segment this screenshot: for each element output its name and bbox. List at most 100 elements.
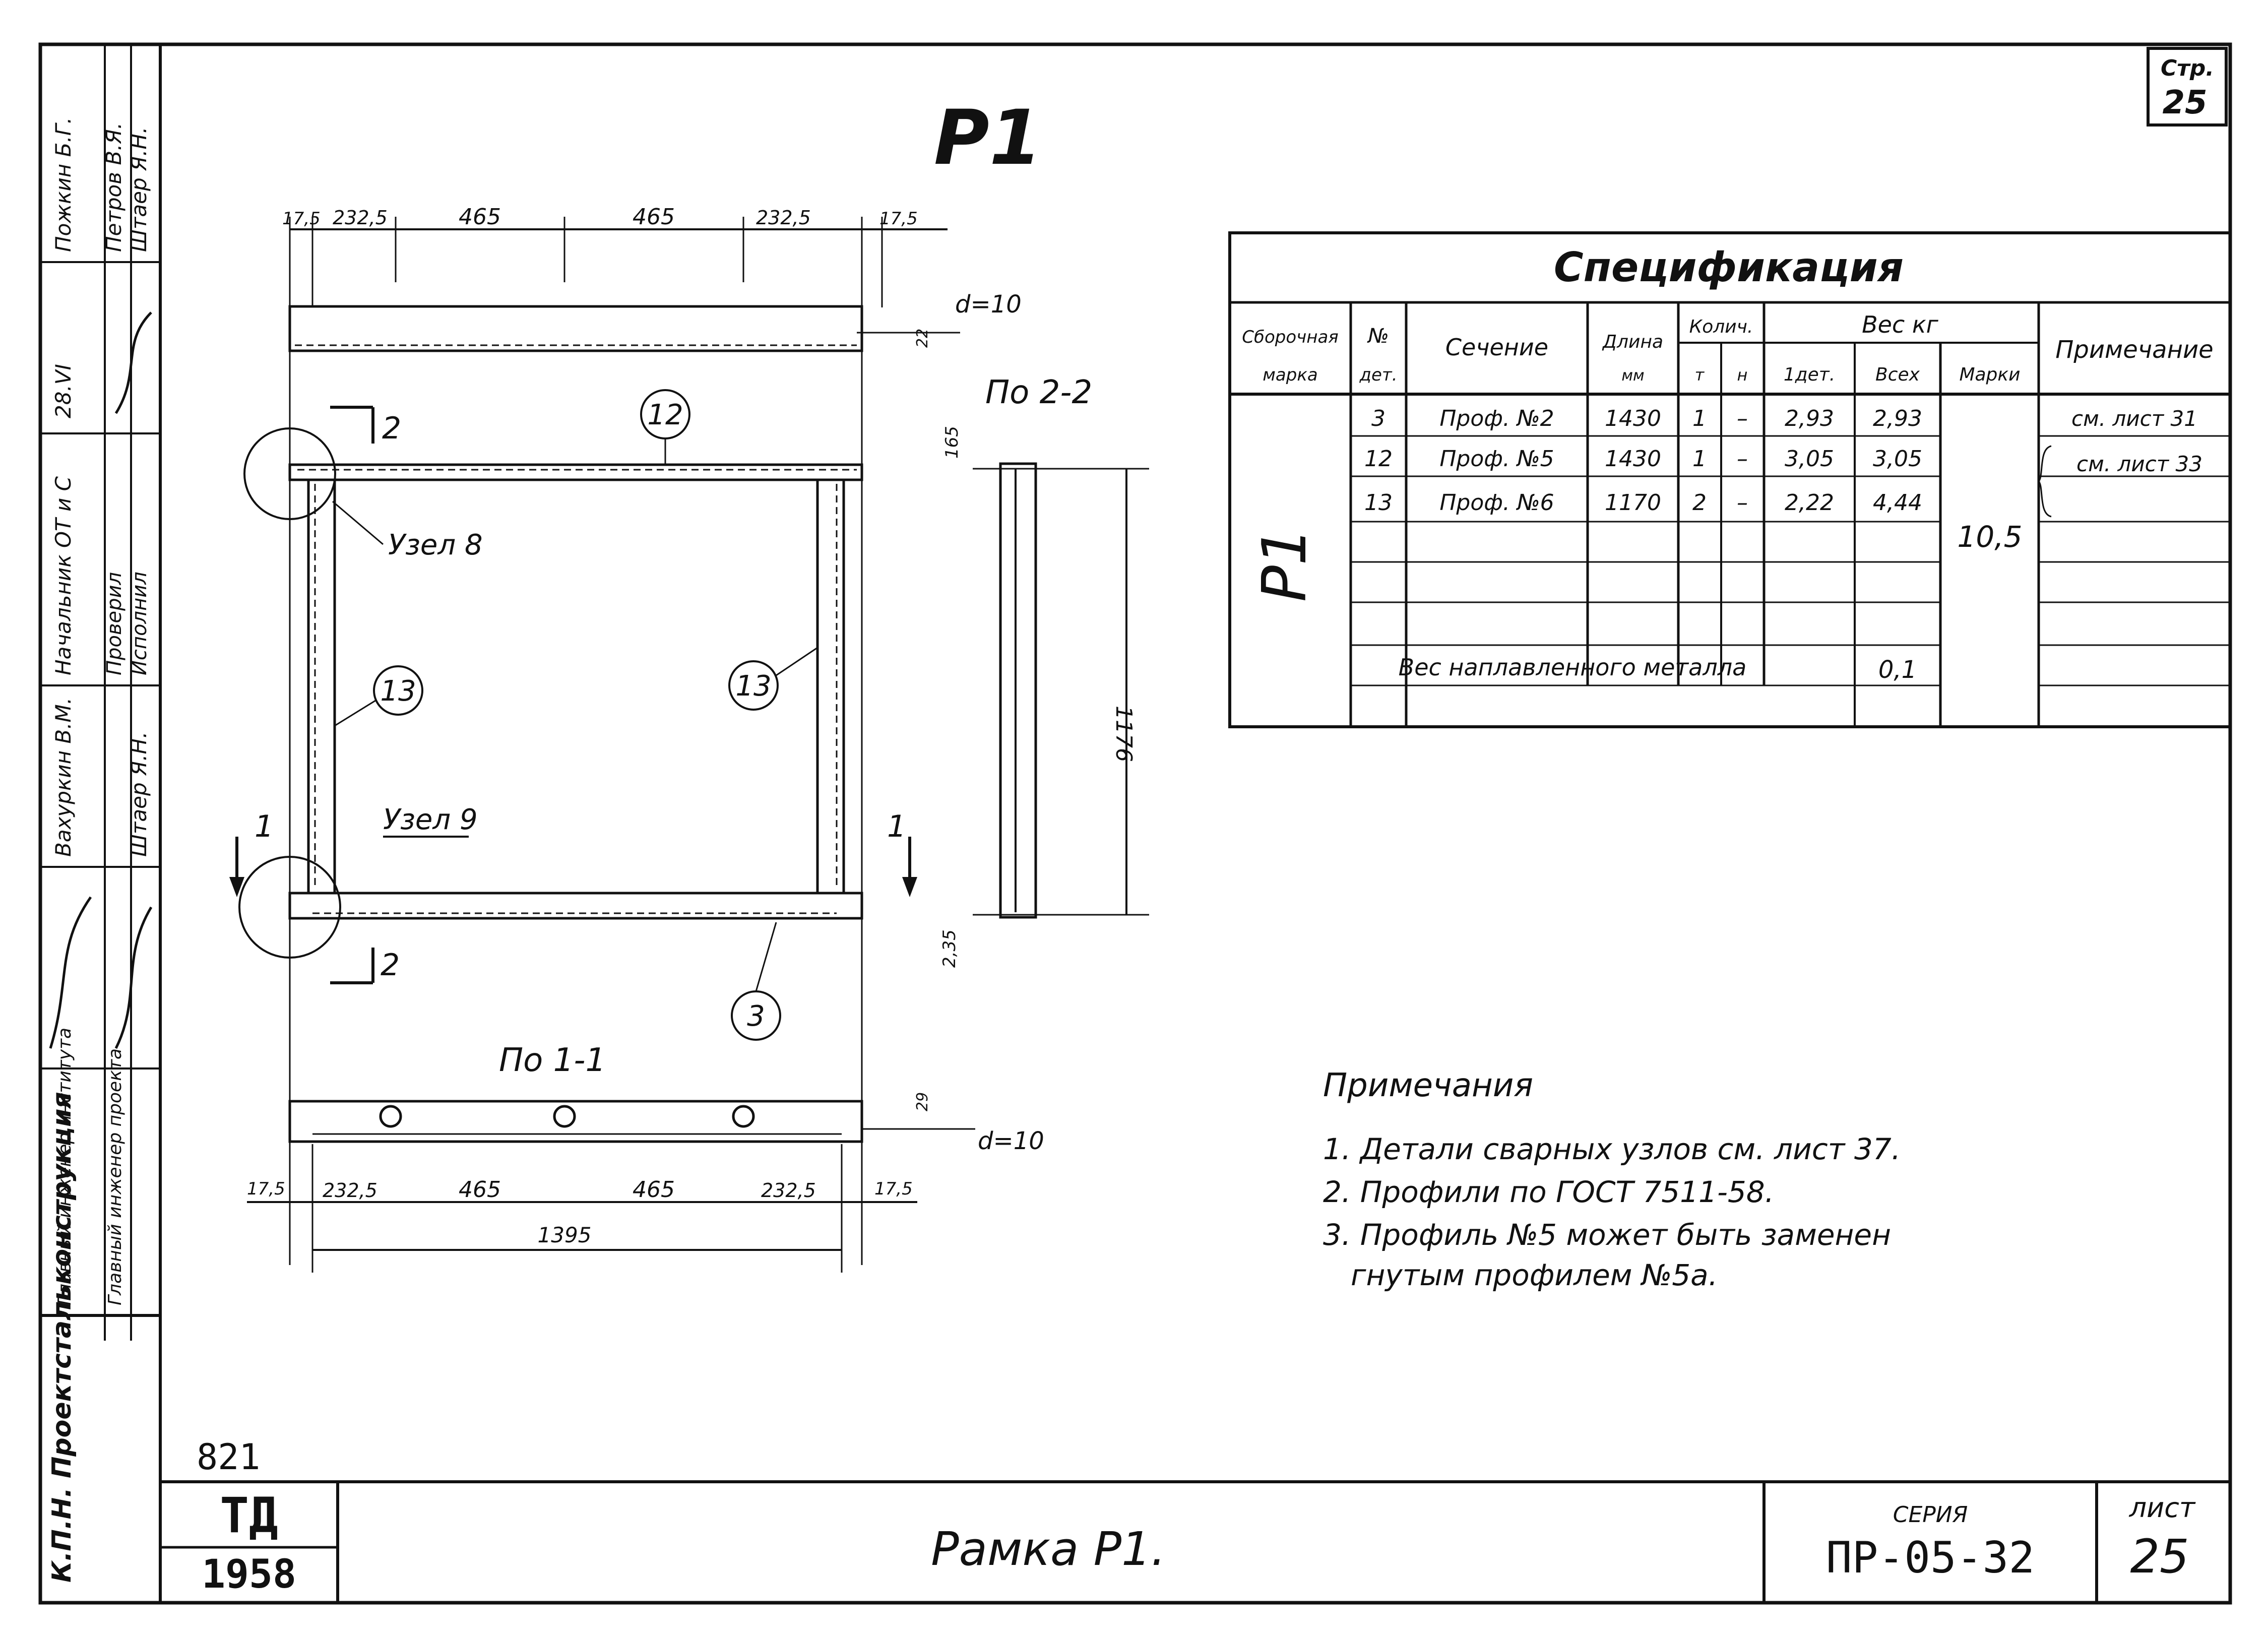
bottom-dim-4: 465 [633, 1177, 675, 1203]
signature-2 [114, 906, 153, 1049]
row1-length: 1430 [1605, 406, 1661, 431]
row2-length: 1430 [1605, 446, 1661, 472]
top-dim-6: 17,5 [879, 209, 918, 229]
hdr-length-1: Длина [1602, 332, 1663, 352]
notes-title: Примечания [1323, 1067, 1533, 1104]
spec-mark: Р1 [1250, 527, 1320, 602]
node-8-label: Узел 8 [388, 529, 483, 561]
stamp-role-chief-project: Главный инженер проекта [105, 1048, 125, 1305]
row2-section: Проф. №5 [1439, 446, 1554, 472]
row3-n: – [1737, 490, 1748, 516]
row2-one: 3,05 [1785, 446, 1834, 472]
bottom-member-3 [288, 892, 863, 920]
specification-table: Спецификация Сборочная марка № дет. Сече… [1228, 231, 2232, 728]
row3-all: 4,44 [1873, 490, 1922, 516]
height-1176: 1176 [1111, 706, 1137, 762]
hdr-section: Сечение [1445, 334, 1548, 361]
row1-all: 2,93 [1873, 406, 1922, 431]
note-3: 3. Профиль №5 может быть заменен [1323, 1218, 1891, 1252]
hdr-qty-n: н [1737, 365, 1748, 385]
note-1: 1. Детали сварных узлов см. лист 37. [1323, 1132, 1901, 1166]
top-dim-1: 17,5 [282, 209, 321, 229]
section-1-1-label: По 1-1 [499, 1042, 606, 1079]
logo-letters: ТД [220, 1487, 278, 1544]
bottom-dimension-chain: 17,5 232,5 465 465 232,5 17,5 1395 [247, 1144, 917, 1273]
section-2-2-label: По 2-2 [985, 374, 1092, 411]
dim-29: 29 [914, 1092, 931, 1111]
section-marks: 2 2 1 1 [229, 406, 917, 984]
hdr-weight-mark: Марки [1959, 364, 2020, 385]
hdr-assembly-2: марка [1263, 365, 1317, 385]
row2-n: – [1737, 446, 1748, 472]
top-member-12 [288, 463, 863, 481]
hdr-qty-t: т [1695, 365, 1705, 385]
stamp-role-checked: Проверил [103, 572, 126, 675]
balloon-12: 12 [647, 399, 683, 431]
hdr-qty: Колич. [1689, 317, 1753, 337]
title-block: 821 ТД 1958 Рамка Р1. СЕРИЯ ПР-05-32 лис… [160, 1436, 2230, 1603]
stamp-role-chief-institute: Главный инженер института [54, 1028, 75, 1305]
plate-thickness-top: d=10 [955, 290, 1022, 319]
stamp-name-3: Пожкин Б.Г. [51, 117, 76, 252]
stamp-role-head: Начальник ОТ и С [51, 476, 76, 675]
side-stamp: К.П.Н. Проектстальконструкция Главный ин… [40, 44, 160, 1583]
section-1-right: 1 [887, 809, 906, 844]
page-corner-box: Стр. 25 [2147, 47, 2228, 127]
stamp-role-executed: Исполнил [128, 572, 151, 675]
series-code: ПР-05-32 [1826, 1533, 2035, 1583]
hdr-part-1: № [1367, 325, 1389, 348]
dim-165: 165 [942, 426, 962, 459]
sheet-label: лист [2129, 1492, 2196, 1524]
section-1-left: 1 [255, 809, 274, 844]
row2-all: 3,05 [1873, 446, 1922, 472]
notes: Примечания 1. Детали сварных узлов см. л… [1323, 1067, 1901, 1292]
top-dimension-chain: 17,5 232,5 465 465 232,5 17,5 [282, 204, 948, 307]
hdr-weight: Вес кг [1862, 311, 1939, 338]
frame-elevation: Узел 8 Узел 9 [238, 351, 863, 1265]
row3-section: Проф. №6 [1439, 490, 1554, 516]
dim-22: 22 [914, 329, 931, 348]
top-dim-5: 232,5 [756, 207, 811, 229]
row1-one: 2,93 [1785, 406, 1834, 431]
row2-note: см. лист 33 [2076, 452, 2202, 476]
plan-top-view: d=10 22 [288, 290, 1022, 352]
series-label: СЕРИЯ [1893, 1502, 1968, 1528]
spec-row: 12 Проф. №5 1430 1 – 3,05 3,05 см. лист … [1364, 445, 2202, 518]
row3-length: 1170 [1605, 490, 1661, 516]
mark-weight: 10,5 [1957, 520, 2022, 554]
drawing-name: Рамка Р1. [931, 1522, 1166, 1576]
part-balloons: 12 13 13 3 [334, 389, 818, 1041]
stamp-date: 28.VI [51, 364, 76, 418]
plate-thickness-bottom: d=10 [978, 1127, 1044, 1155]
spec-row: 13 Проф. №6 1170 2 – 2,22 4,44 [1364, 490, 1922, 516]
weld-metal-label: Вес наплавленного металла [1399, 654, 1747, 681]
bottom-dim-3: 465 [459, 1177, 501, 1203]
row1-n: – [1737, 406, 1748, 431]
stamp-name-2: Штаер Я.Н. [127, 732, 151, 857]
row1-note: см. лист 31 [2071, 406, 2197, 431]
top-dim-3: 465 [459, 204, 501, 230]
corner-page-number: 25 [2162, 84, 2207, 121]
bottom-dim-5: 232,5 [761, 1179, 816, 1202]
node-9-circle [238, 856, 341, 959]
stamp-organization: К.П.Н. Проектстальконструкция [47, 1092, 77, 1583]
corner-label: Стр. [2161, 55, 2214, 81]
left-post-13 [307, 478, 336, 895]
bottom-dim-1: 17,5 [247, 1179, 285, 1199]
stamp-name-4: Петров В.Я. [101, 122, 126, 252]
dim-235: 2,35 [939, 929, 960, 968]
note-3-cont: гнутым профилем №5а. [1351, 1258, 1718, 1292]
section-1-1-view: По 1-1 d=10 29 [288, 1042, 1044, 1155]
row2-t: 1 [1692, 446, 1707, 472]
signature-3 [114, 311, 152, 414]
right-post-13 [816, 478, 845, 895]
sheet-code: 821 [197, 1436, 260, 1478]
top-dim-2: 232,5 [333, 207, 388, 229]
hdr-weight-one: 1дет. [1784, 364, 1835, 385]
balloon-13-left: 13 [380, 675, 416, 708]
logo-year: 1958 [202, 1552, 296, 1597]
spec-title: Спецификация [1554, 244, 1904, 291]
section-2-2-view: По 2-2 1176 165 2,35 [939, 374, 1149, 968]
hdr-part-2: дет. [1359, 365, 1397, 385]
